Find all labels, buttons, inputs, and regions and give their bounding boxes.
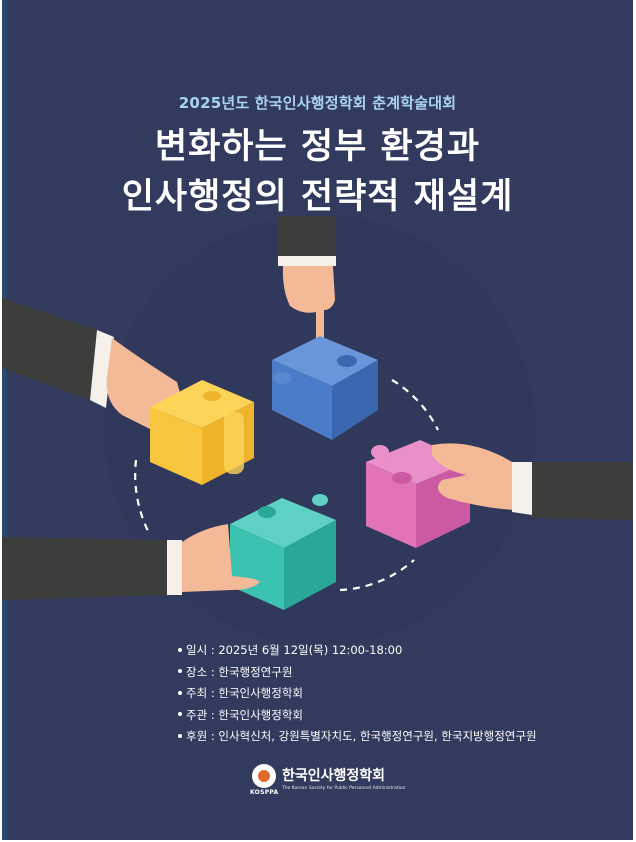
logo-english-name: The Korean Society for Public Personnel … bbox=[282, 786, 406, 791]
right-hand-icon bbox=[432, 443, 633, 520]
title-line-1: 변화하는 정부 환경과 bbox=[154, 127, 481, 167]
detail-organizer: 주관 : 한국인사행정학회 bbox=[178, 705, 537, 727]
blue-puzzle-piece-icon bbox=[272, 336, 378, 440]
dashed-circle-icon bbox=[134, 379, 439, 592]
detail-venue: 장소 : 한국행정연구원 bbox=[178, 662, 537, 684]
bullet-icon bbox=[178, 669, 182, 673]
event-subtitle: 2025년도 한국인사행정학회 춘계학술대회 bbox=[178, 94, 457, 112]
detail-date: 일시 : 2025년 6월 12일(목) 12:00-18:00 bbox=[178, 640, 537, 662]
top-hand-pointing-icon bbox=[278, 216, 336, 349]
society-logo: KOSPPA 한국인사행정학회 The Korean Society for P… bbox=[250, 762, 406, 798]
kosppa-emblem-icon bbox=[252, 764, 276, 788]
logo-name: 한국인사행정학회 bbox=[282, 768, 386, 784]
bullet-icon bbox=[178, 690, 182, 695]
bottom-left-hand-icon bbox=[2, 524, 260, 600]
bullet-icon bbox=[178, 647, 182, 652]
title-line-2: 인사행정의 전략적 재설계 bbox=[121, 177, 514, 217]
event-details: 일시 : 2025년 6월 12일(목) 12:00-18:00 장소 : 한국… bbox=[178, 640, 537, 748]
left-edge-strip bbox=[2, 0, 7, 840]
bullet-icon bbox=[178, 733, 182, 738]
yellow-puzzle-piece-icon bbox=[150, 380, 254, 485]
bullet-icon bbox=[178, 712, 182, 716]
logo-acronym: KOSPPA bbox=[250, 789, 279, 796]
detail-host: 주최 : 한국인사행정학회 bbox=[178, 683, 537, 705]
detail-sponsors: 후원 : 인사혁신처, 강원특별자치도, 한국행정연구원, 한국지방행정연구원 bbox=[178, 726, 537, 748]
